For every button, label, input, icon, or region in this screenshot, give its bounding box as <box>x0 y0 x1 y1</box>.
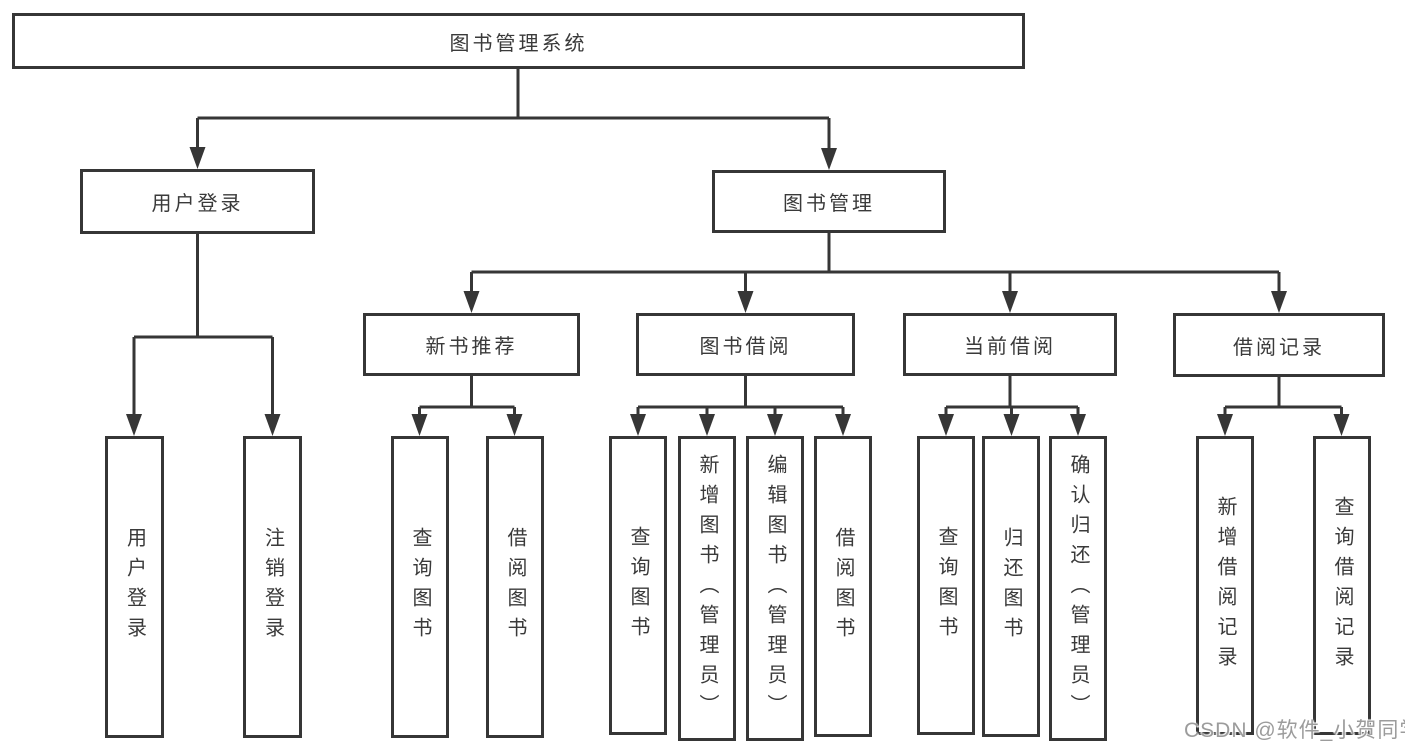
arrowhead <box>1271 291 1287 313</box>
watermark: CSDN @软件_小贺同学 <box>1184 719 1405 742</box>
node-bb-query-book: 查询图书 <box>609 436 667 735</box>
node-leaf-user-login: 用户登录 <box>105 436 164 738</box>
node-root: 图书管理系统 <box>12 13 1025 69</box>
arrowhead <box>630 414 646 436</box>
node-current-borrow: 当前借阅 <box>903 313 1117 376</box>
arrowhead <box>1217 414 1233 436</box>
node-nbr-query-book: 查询图书 <box>391 436 449 738</box>
arrowhead <box>821 148 837 170</box>
node-nbr-borrow-book: 借阅图书 <box>486 436 544 738</box>
arrowhead <box>1333 414 1350 436</box>
connector-user-login-children <box>126 234 281 436</box>
arrowhead <box>1003 414 1020 436</box>
node-new-book-rec: 新书推荐 <box>363 313 580 376</box>
connector-book-mgmt-children <box>463 233 1287 313</box>
node-leaf-logout: 注销登录 <box>243 436 302 738</box>
node-borrow-record: 借阅记录 <box>1173 313 1385 377</box>
connector-current-borrow-children <box>938 376 1086 436</box>
arrowhead <box>1002 291 1018 313</box>
node-cb-query-book: 查询图书 <box>917 436 975 735</box>
node-br-add-record: 新增借阅记录 <box>1196 436 1254 735</box>
arrowhead <box>411 414 428 436</box>
node-book-borrow: 图书借阅 <box>636 313 855 376</box>
connector-root-to-level1 <box>189 69 837 170</box>
arrowhead <box>126 414 142 436</box>
node-cb-confirm-return: 确认归还（管理员） <box>1049 436 1107 741</box>
node-br-query-record: 查询借阅记录 <box>1313 436 1371 735</box>
arrowhead <box>189 147 206 169</box>
arrowhead <box>767 414 783 436</box>
arrowhead <box>737 291 754 313</box>
node-bb-edit-book: 编辑图书（管理员） <box>746 436 804 741</box>
arrowhead <box>463 291 480 313</box>
node-book-mgmt: 图书管理 <box>712 170 946 233</box>
arrowhead <box>1070 414 1086 436</box>
arrowhead <box>264 414 281 436</box>
node-bb-borrow-book: 借阅图书 <box>814 436 872 737</box>
arrowhead <box>699 414 715 436</box>
node-cb-return-book: 归还图书 <box>982 436 1040 737</box>
arrowhead <box>835 414 851 436</box>
connector-borrow-record-children <box>1217 377 1350 436</box>
connector-new-book-rec-children <box>411 376 523 436</box>
node-bb-add-book: 新增图书（管理员） <box>678 436 736 741</box>
arrowhead <box>506 414 523 436</box>
node-user-login: 用户登录 <box>80 169 315 234</box>
connector-book-borrow-children <box>630 376 851 436</box>
arrowhead <box>938 414 954 436</box>
